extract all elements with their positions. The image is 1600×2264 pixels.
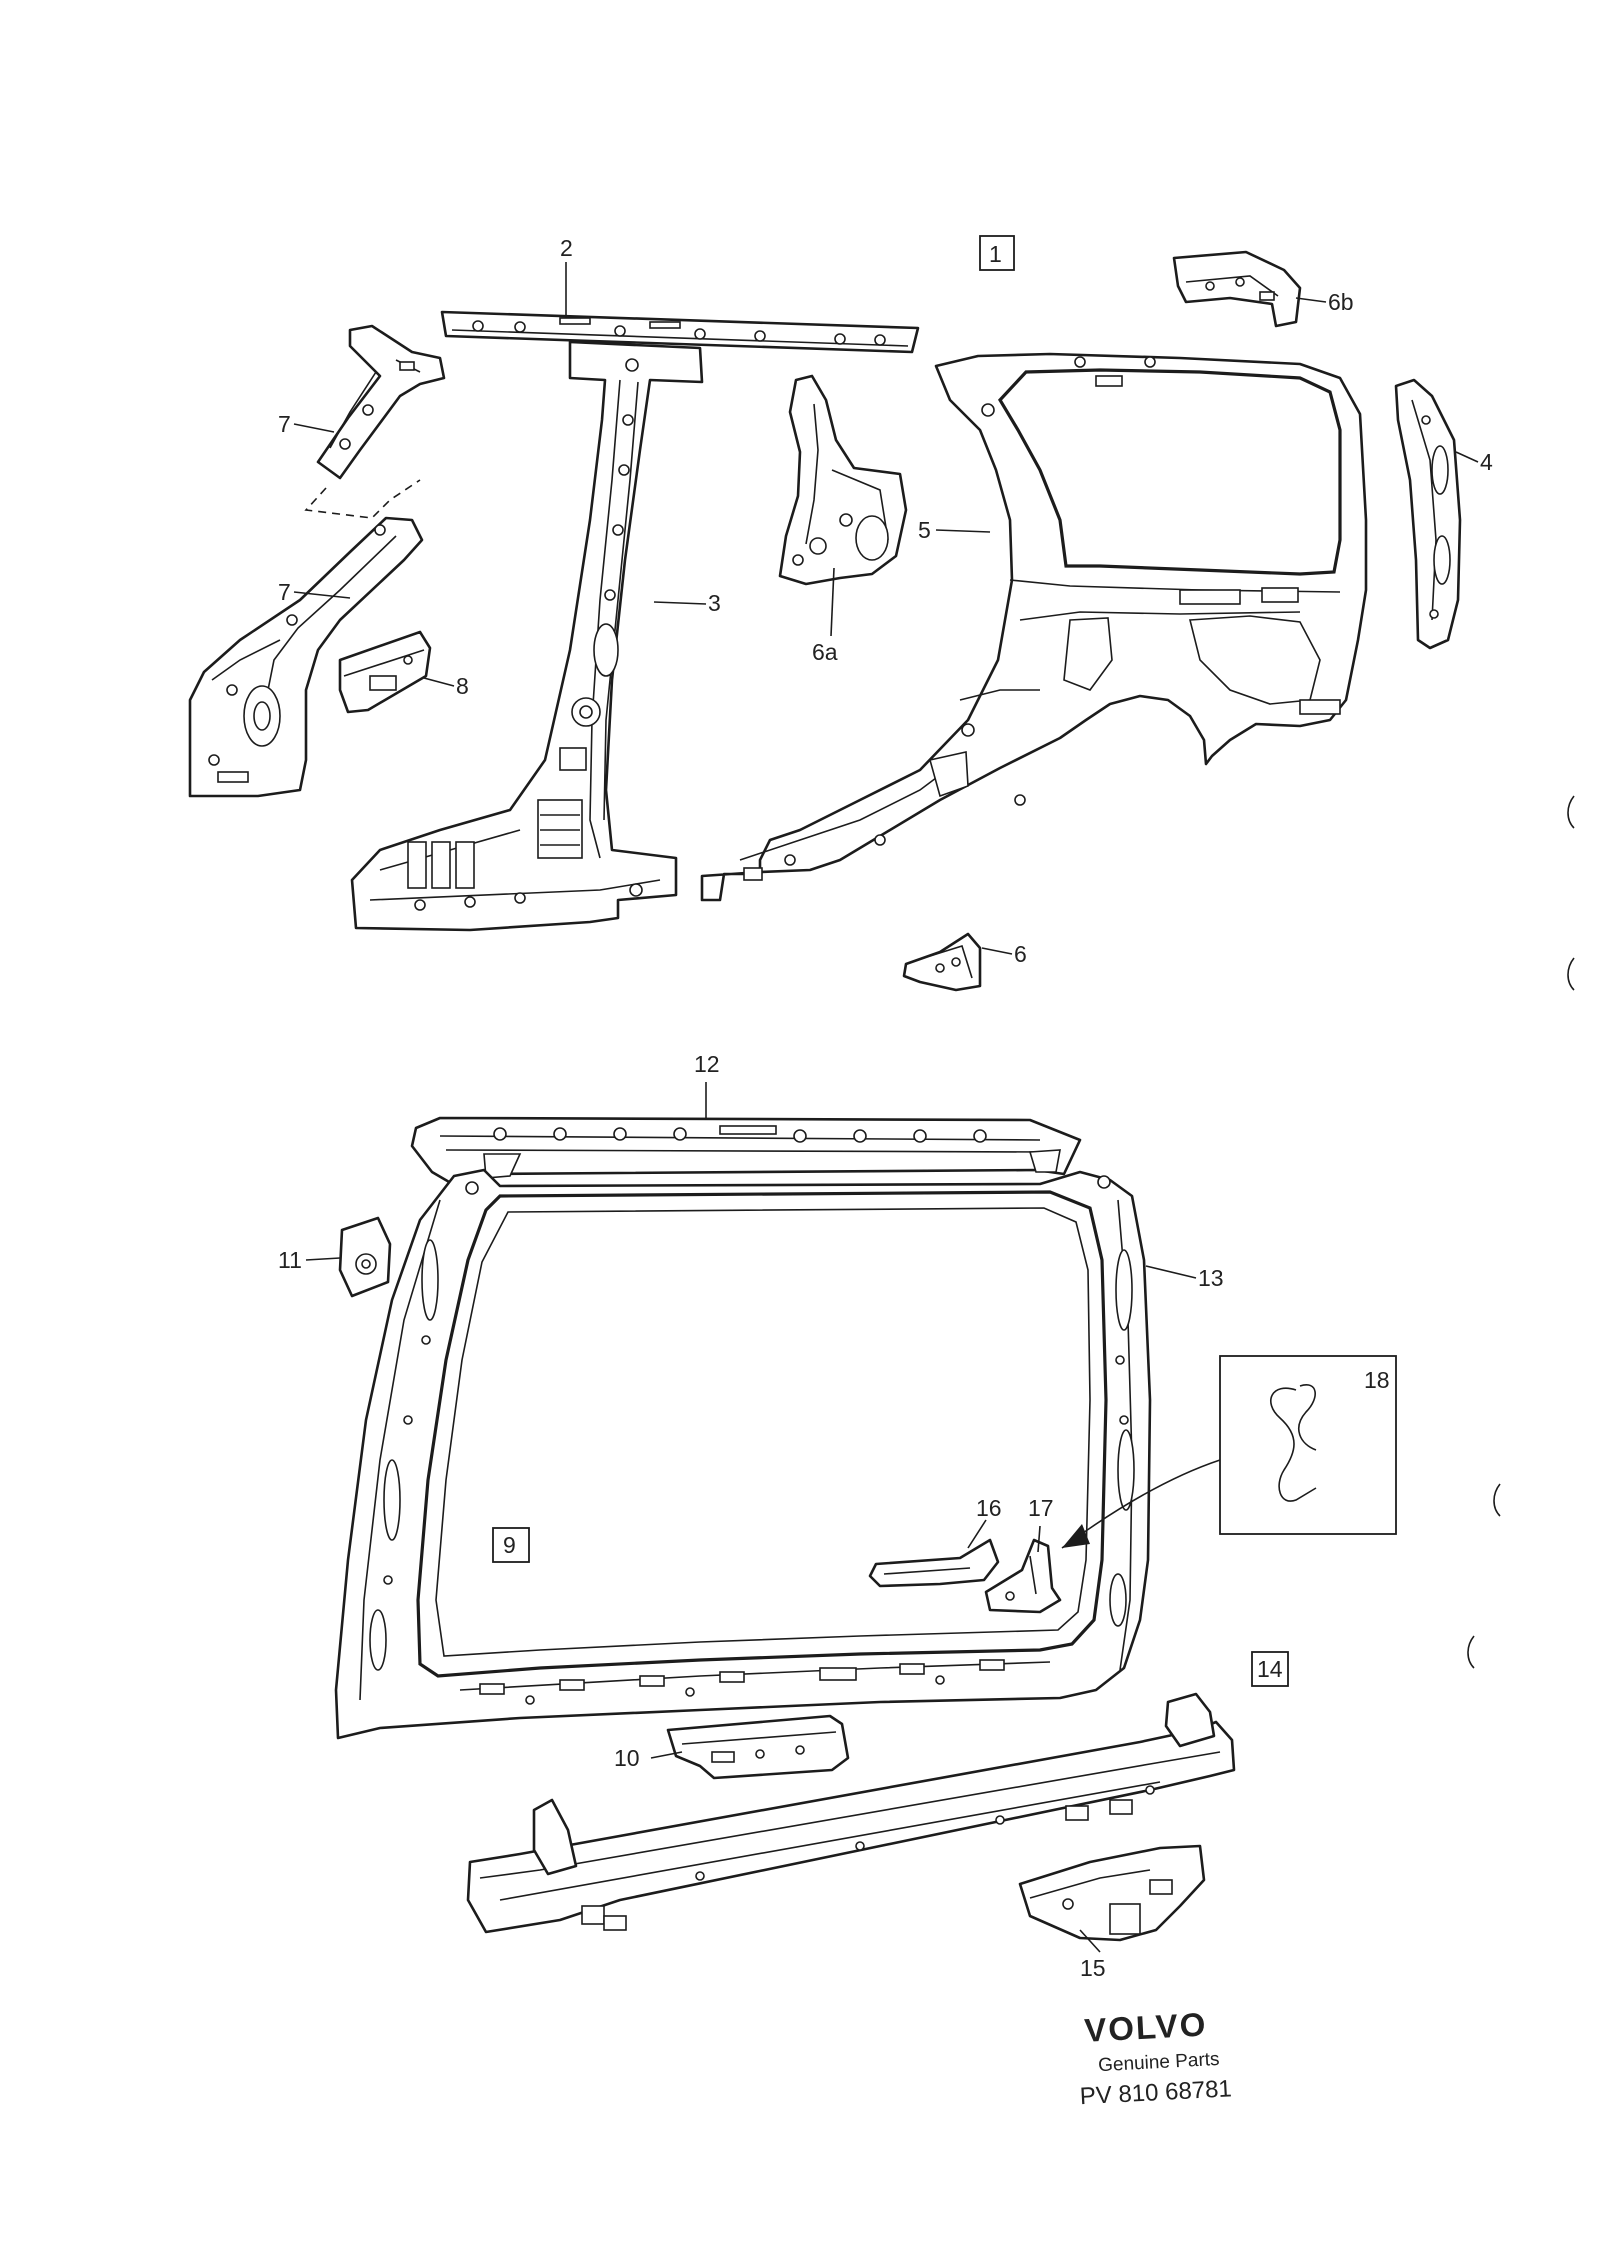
part-4-rear-pillar	[1394, 378, 1462, 650]
part-14-lower-member	[466, 1692, 1236, 1934]
group-box-9	[492, 1527, 530, 1563]
part-13-window-frame	[334, 1168, 1152, 1740]
stamp-brand: VOLVO	[1083, 2006, 1208, 2049]
callout-11: 11	[278, 1247, 302, 1273]
part-15-bracket	[1018, 1844, 1206, 1942]
callout-14: 14	[1257, 1656, 1283, 1682]
part-3-side-frame	[350, 340, 704, 932]
callout-1: 1	[989, 241, 1002, 267]
part-12-roof-header	[410, 1116, 1082, 1188]
part-11-clip	[338, 1216, 392, 1298]
callout-15: 15	[1080, 1955, 1106, 1981]
part-6b-bracket	[1172, 250, 1302, 328]
callout-3: 3	[708, 590, 721, 616]
callout-7-lower: 7	[278, 579, 291, 605]
volvo-stamp: VOLVO Genuine Parts PV 810 68781	[1079, 2006, 1232, 2111]
stamp-code: PV 810 68781	[1079, 2075, 1232, 2110]
part-8-bracket	[338, 630, 432, 714]
callout-16: 16	[976, 1495, 1002, 1521]
part-6-bracket	[902, 932, 982, 992]
callout-2: 2	[560, 235, 573, 261]
leader-lines	[293, 262, 1479, 1953]
part-7-upper-a-pillar	[316, 324, 446, 480]
callout-6: 6	[1014, 941, 1027, 967]
callout-12: 12	[694, 1051, 720, 1077]
callout-6b: 6b	[1328, 289, 1354, 315]
callout-7-upper: 7	[278, 411, 291, 437]
part-2-roof-rail	[440, 310, 920, 354]
part-6a-inner-panel	[778, 374, 908, 586]
callout-4: 4	[1480, 449, 1493, 475]
part-16-strip	[868, 1538, 1000, 1588]
detail-18-arrow	[1061, 1459, 1221, 1549]
part-7-join-dashes	[304, 479, 421, 519]
scan-marks	[1467, 795, 1575, 1669]
callout-13: 13	[1198, 1265, 1224, 1291]
group-box-14	[1251, 1651, 1289, 1687]
callout-6a: 6a	[812, 639, 838, 665]
part-5-quarter-panel	[700, 352, 1368, 902]
callout-17: 17	[1028, 1495, 1054, 1521]
callout-5: 5	[918, 517, 931, 543]
callout-18: 18	[1364, 1367, 1390, 1393]
callout-8: 8	[456, 673, 469, 699]
callout-9: 9	[503, 1532, 516, 1558]
stamp-subtitle: Genuine Parts	[1098, 2049, 1220, 2076]
part-7-lower-a-pillar	[188, 516, 424, 798]
part-10-bracket	[666, 1714, 850, 1780]
callout-10: 10	[614, 1745, 640, 1771]
group-box-1	[979, 235, 1015, 271]
detail-box-18	[1219, 1355, 1397, 1535]
part-17-bracket	[984, 1538, 1062, 1614]
